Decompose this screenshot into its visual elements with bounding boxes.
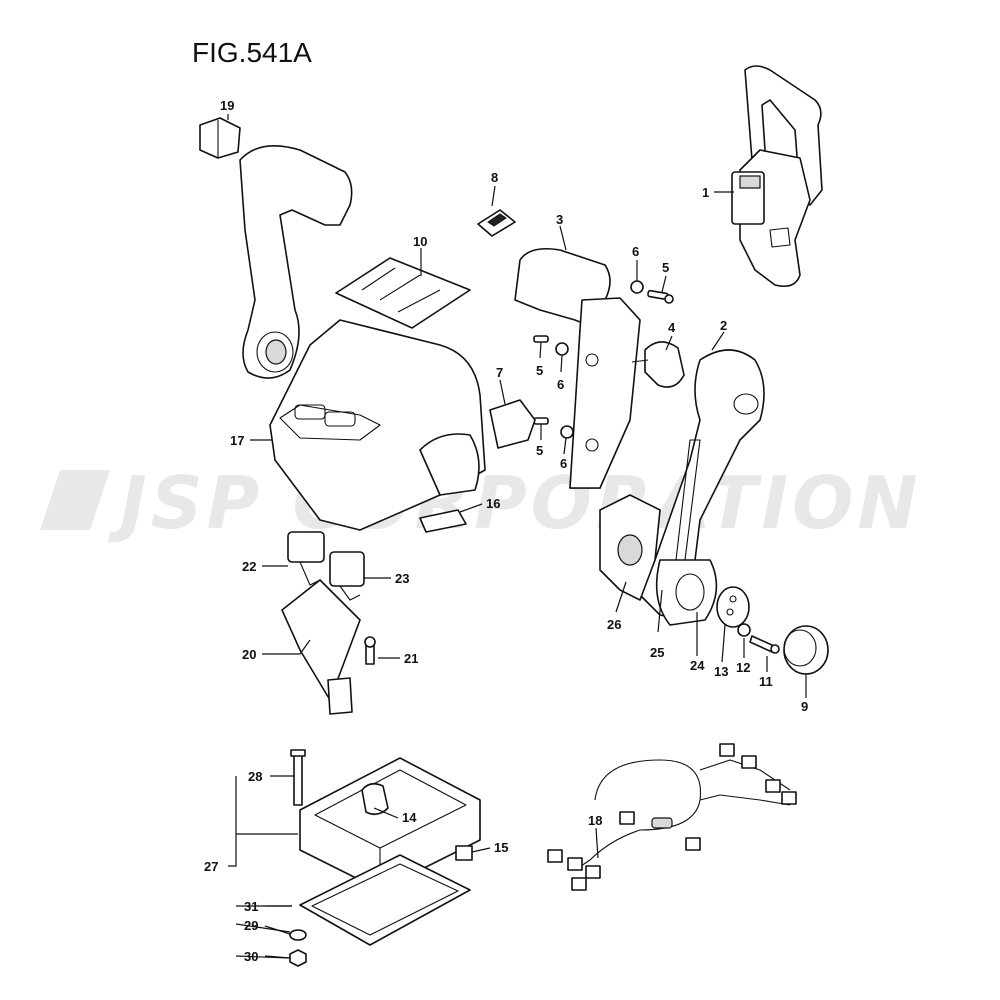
part-12-washer xyxy=(737,623,751,637)
callout-11: 11 xyxy=(759,674,773,689)
callout-24: 24 xyxy=(690,658,705,673)
callout-5-upper: 5 xyxy=(662,260,669,275)
part-10-label-plate xyxy=(335,257,471,329)
callout-26: 26 xyxy=(607,617,621,632)
part-7-bracket xyxy=(489,399,536,449)
callout-27: 27 xyxy=(204,859,218,874)
part-19-end-cap xyxy=(199,117,241,159)
callout-6-lower: 6 xyxy=(560,456,567,471)
callout-4: 4 xyxy=(668,320,676,335)
callout-25: 25 xyxy=(650,645,664,660)
callout-23: 23 xyxy=(395,571,409,586)
callout-14: 14 xyxy=(402,810,417,825)
part-9-cap xyxy=(783,625,829,675)
watermark-logo-icon xyxy=(40,470,110,530)
callout-18: 18 xyxy=(588,813,602,828)
leader-lines xyxy=(227,114,807,959)
callout-6-upper: 6 xyxy=(632,244,639,259)
figure-title: FIG.541A xyxy=(192,37,312,68)
part-28-bolt xyxy=(290,749,306,806)
callout-29: 29 xyxy=(244,918,258,933)
part-13-plate xyxy=(716,586,750,628)
callout-8: 8 xyxy=(491,170,498,185)
callout-28: 28 xyxy=(248,769,262,784)
callout-2: 2 xyxy=(720,318,727,333)
part-15-clip xyxy=(455,845,473,861)
watermark-text: JSP CORPORATION xyxy=(108,461,922,545)
part-25-lever-link xyxy=(655,559,718,626)
callouts: 1 2 3 4 5 5 5 6 6 6 7 8 9 10 11 12 13 14… xyxy=(204,98,808,964)
callout-22: 22 xyxy=(242,559,256,574)
part-16-plate xyxy=(419,509,467,533)
callout-3: 3 xyxy=(556,212,563,227)
watermark: JSP CORPORATION xyxy=(40,461,922,545)
callout-7: 7 xyxy=(496,365,503,380)
callout-31: 31 xyxy=(244,899,258,914)
part-20-switch-box xyxy=(281,579,361,715)
part-29-washer xyxy=(289,929,307,941)
part-11-bolt xyxy=(749,635,780,654)
part-18-wire-harness xyxy=(547,743,797,891)
callout-17: 17 xyxy=(230,433,244,448)
part-22-connector xyxy=(287,531,325,586)
callout-21: 21 xyxy=(404,651,418,666)
callout-5-lower: 5 xyxy=(536,443,543,458)
callout-13: 13 xyxy=(714,664,728,679)
part-27-base-housing xyxy=(299,757,481,891)
callout-6-middle: 6 xyxy=(557,377,564,392)
part-30-nut xyxy=(289,949,307,967)
callout-15: 15 xyxy=(494,840,508,855)
callout-9: 9 xyxy=(801,699,808,714)
callout-12: 12 xyxy=(736,660,750,675)
part-26-control-lever xyxy=(239,144,353,379)
part-8-emblem xyxy=(477,209,516,237)
callout-30: 30 xyxy=(244,949,258,964)
part-17-cover xyxy=(269,319,486,531)
part-26-lever-arm xyxy=(599,494,661,601)
part-4-trim-switch xyxy=(631,341,685,388)
callout-20: 20 xyxy=(242,647,256,662)
part-21-screw xyxy=(364,636,376,665)
part-1-remote-control-assembly xyxy=(731,65,823,288)
callout-16: 16 xyxy=(486,496,500,511)
callout-1: 1 xyxy=(702,185,709,200)
callout-19: 19 xyxy=(220,98,234,113)
part-23-connector xyxy=(329,551,365,601)
part-31-gasket xyxy=(299,854,471,946)
part-3-housing-half xyxy=(514,247,641,489)
callout-10: 10 xyxy=(413,234,427,249)
part-6-washer xyxy=(555,280,644,439)
callout-5-middle: 5 xyxy=(536,363,543,378)
